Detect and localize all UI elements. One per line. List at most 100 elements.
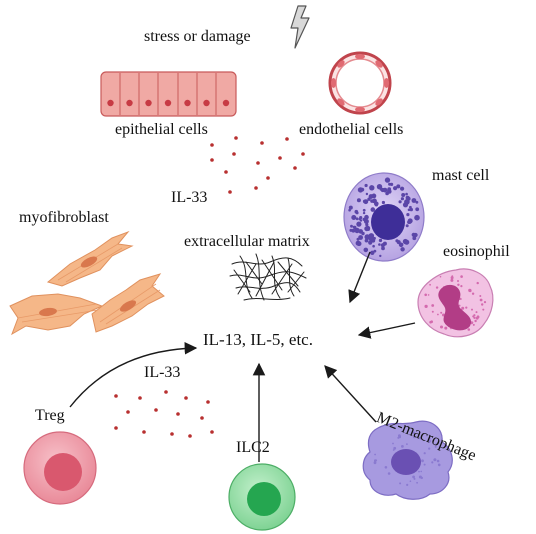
granule	[400, 197, 404, 201]
granule	[401, 193, 406, 197]
granule	[400, 247, 405, 252]
granule	[438, 464, 441, 467]
granule	[381, 200, 385, 205]
granule	[387, 472, 391, 475]
granule	[373, 461, 377, 465]
granule	[407, 208, 411, 212]
granule	[357, 187, 364, 193]
granule	[393, 186, 398, 191]
granule	[406, 443, 408, 445]
granule	[436, 459, 440, 463]
granule	[435, 286, 439, 289]
granule	[368, 233, 375, 239]
arrow-m2-to-center	[324, 365, 377, 423]
granule	[418, 470, 420, 473]
granule	[414, 214, 420, 221]
granule	[476, 315, 480, 319]
granule	[401, 445, 404, 448]
granule	[398, 200, 402, 204]
granule	[399, 482, 402, 485]
arrows	[69, 251, 416, 462]
myofibroblast-icon	[9, 230, 165, 336]
granule	[473, 316, 476, 319]
granule	[409, 207, 413, 212]
mast-cell-icon	[343, 172, 425, 262]
granule	[412, 475, 415, 479]
granule	[378, 238, 383, 243]
granule	[457, 280, 459, 282]
granule	[363, 218, 369, 224]
granule	[473, 314, 476, 317]
granule	[415, 200, 419, 204]
granule	[367, 197, 371, 201]
granule	[457, 283, 460, 286]
granule	[413, 477, 416, 480]
granule	[413, 436, 416, 439]
epithelial-cells-icon	[100, 71, 237, 117]
extracellular-matrix-icon	[229, 253, 307, 301]
granule	[398, 242, 404, 248]
label-center-cytokines: IL-13, IL-5, etc.	[203, 330, 313, 349]
granule	[406, 483, 409, 486]
granule	[374, 459, 377, 462]
granule	[428, 437, 431, 440]
granule	[483, 301, 487, 304]
granule	[451, 275, 454, 277]
granule	[387, 189, 392, 194]
eosinophil-icon	[417, 268, 494, 338]
granule	[365, 192, 369, 196]
granule	[398, 434, 401, 437]
granule	[413, 232, 418, 238]
granule	[356, 237, 360, 241]
granule	[358, 235, 363, 240]
granule	[471, 308, 473, 311]
granule	[428, 439, 431, 443]
granule	[367, 228, 370, 231]
granule	[437, 313, 439, 316]
granule	[370, 185, 373, 188]
granule	[402, 238, 408, 245]
granule	[364, 214, 369, 220]
granule	[356, 241, 362, 247]
granule	[380, 243, 385, 248]
label-treg: Treg	[35, 407, 65, 424]
granule	[355, 217, 359, 221]
granule	[368, 240, 373, 245]
granule	[371, 193, 377, 199]
granule	[416, 481, 418, 484]
granule	[348, 205, 353, 210]
granule	[364, 183, 368, 188]
granule	[405, 224, 409, 228]
granule	[440, 325, 443, 329]
granule	[409, 480, 412, 483]
label-eosinophil: eosinophil	[443, 243, 510, 260]
granule	[427, 294, 430, 296]
granule	[372, 244, 375, 248]
granule	[472, 323, 475, 326]
granule	[460, 285, 463, 288]
granule	[361, 231, 365, 236]
granule	[412, 431, 416, 434]
granule	[431, 461, 434, 464]
granule	[372, 198, 377, 204]
granule	[476, 281, 479, 285]
granule	[444, 326, 448, 330]
granule	[420, 470, 423, 473]
treg-cell-icon	[23, 431, 97, 505]
granule	[362, 211, 366, 215]
granule	[435, 443, 438, 446]
granule	[362, 208, 366, 212]
granule	[412, 236, 417, 241]
granule	[374, 453, 376, 456]
granule	[471, 292, 475, 295]
granule	[348, 208, 351, 212]
granule	[400, 186, 405, 191]
granule	[440, 311, 443, 314]
granule	[395, 239, 399, 243]
granule	[439, 275, 442, 278]
granule	[351, 215, 357, 220]
granule	[354, 227, 360, 234]
granule	[359, 216, 363, 220]
granule	[356, 198, 361, 203]
granule	[450, 278, 454, 282]
